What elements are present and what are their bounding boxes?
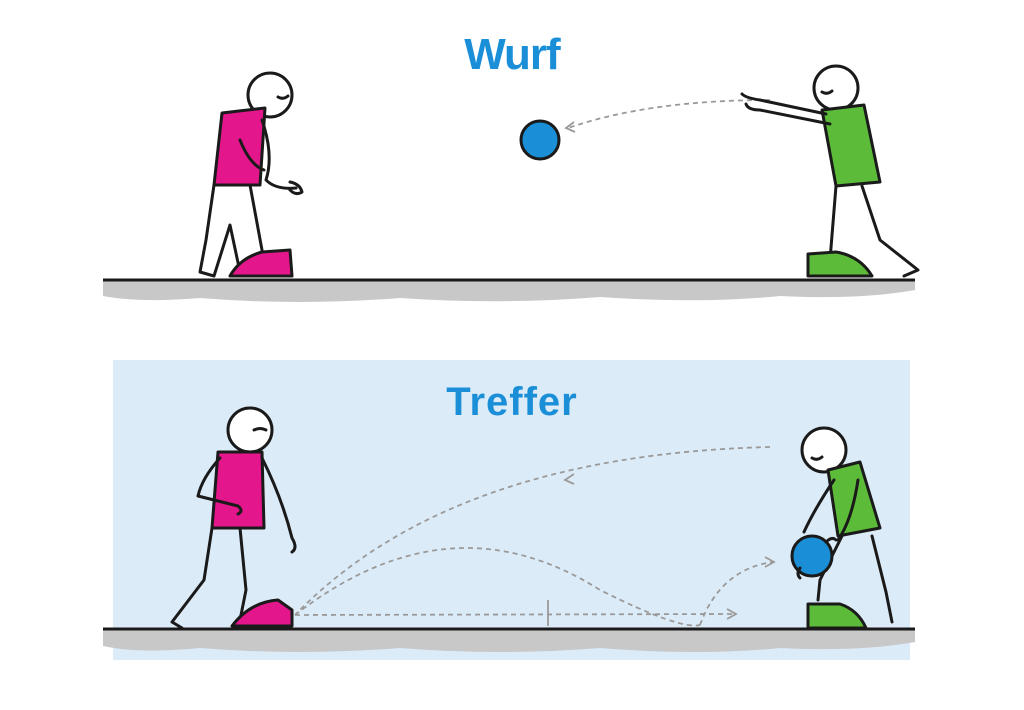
trajectory-bounce-arc (294, 547, 701, 627)
ball (519, 119, 561, 161)
player-right-green (740, 64, 920, 278)
throw-trajectory (567, 99, 771, 129)
player-shoe (806, 250, 874, 278)
player-left-pink (170, 406, 297, 630)
player-right-green (800, 426, 894, 630)
ground-shadow (103, 629, 915, 652)
player-head (800, 426, 848, 474)
trajectory-ground (294, 613, 736, 616)
player-shoe (230, 598, 294, 628)
ball (790, 534, 834, 578)
scene-treffer: Treffer (0, 330, 1024, 710)
player-shirt (212, 106, 267, 187)
ball-trajectories (294, 446, 773, 627)
player-left-pink (198, 71, 304, 278)
player-shirt (820, 103, 882, 188)
scene-treffer-drawing (103, 406, 915, 652)
player-shirt (210, 450, 266, 530)
trajectory-return-high (294, 446, 771, 616)
player-shoe (806, 602, 868, 630)
player-head (812, 64, 860, 112)
scene-wurf-drawing (103, 64, 920, 302)
trajectory-up-to-ball (699, 561, 773, 626)
player-head (246, 71, 294, 119)
panel-title-treffer: Treffer (446, 380, 578, 424)
player-shoe (228, 248, 294, 278)
scene-wurf: Wurf (0, 0, 1024, 330)
panel-title-wurf: Wurf (464, 30, 560, 79)
ground-shadow (103, 280, 915, 302)
